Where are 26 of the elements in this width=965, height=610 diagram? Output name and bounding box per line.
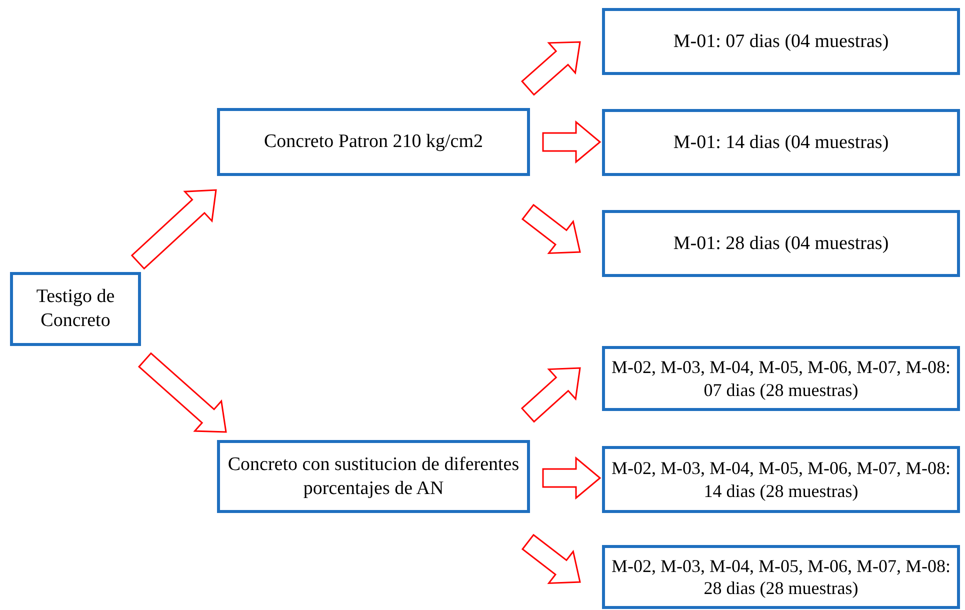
box-label: M-02, M-03, M-04, M-05, M-06, M-07, M-08: 07 dias (28 muestras)	[611, 356, 951, 401]
block-arrow	[521, 204, 581, 254]
box-label: Testigo de Concreto	[35, 285, 116, 333]
block-arrow	[520, 41, 581, 96]
block-arrow	[542, 120, 602, 164]
process-box	[602, 109, 960, 176]
box-label: M-01: 14 dias (04 muestras)	[673, 130, 889, 154]
box-label: M-02, M-03, M-04, M-05, M-06, M-07, M-08: 28 dias (28 muestras)	[611, 554, 951, 600]
process-box	[217, 440, 530, 513]
process-box	[602, 210, 960, 277]
process-box	[217, 108, 530, 176]
process-box	[602, 545, 960, 609]
block-arrow	[520, 367, 581, 423]
block-arrow	[521, 534, 581, 584]
block-arrow	[542, 456, 602, 500]
box-label: M-02, M-03, M-04, M-05, M-06, M-07, M-08: 14 dias (28 muestras)	[611, 457, 951, 502]
process-box	[602, 446, 960, 513]
block-arrow	[130, 189, 217, 270]
block-arrow	[138, 352, 227, 433]
process-box	[602, 8, 960, 75]
box-label: Concreto con sustitucion de diferentes porcentajes de AN	[226, 452, 520, 500]
box-label: M-01: 07 dias (04 muestras)	[673, 30, 889, 54]
process-box	[10, 272, 141, 346]
process-box	[602, 346, 960, 411]
box-label: Concreto Patron 210 kg/cm2	[264, 130, 483, 154]
box-label: M-01: 28 dias (04 muestras)	[673, 232, 889, 256]
